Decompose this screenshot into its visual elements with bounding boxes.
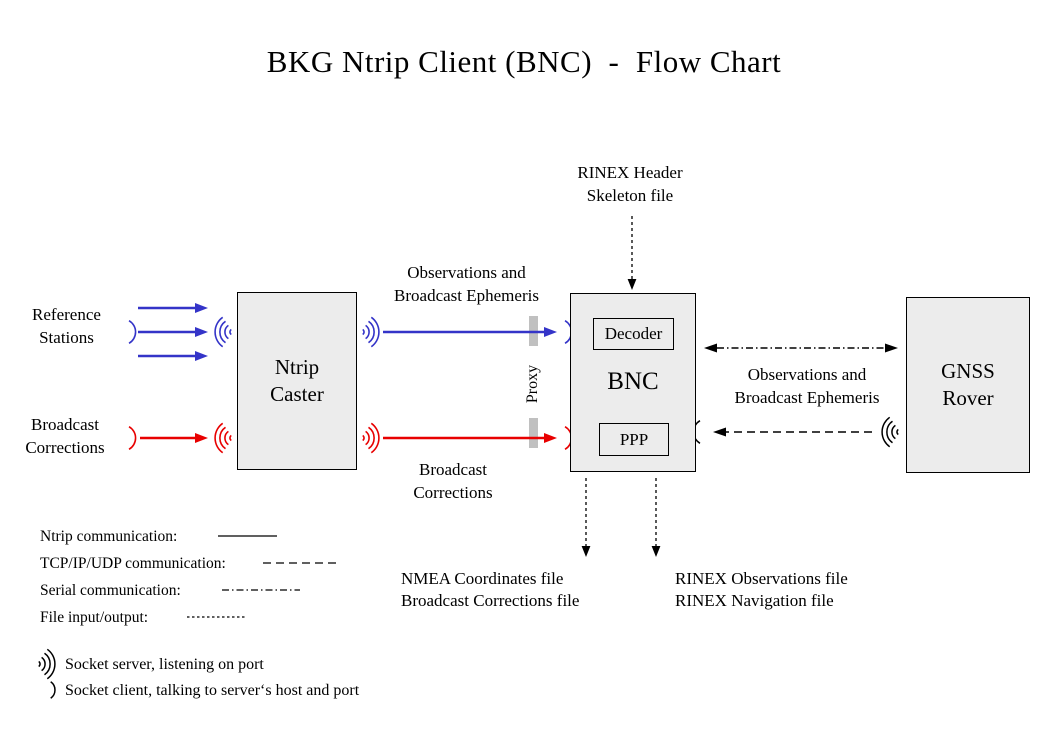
bnc-rover-serial-arrow	[704, 343, 898, 353]
bnc-output-file-arrows	[581, 478, 661, 557]
socket-server-legend: Socket server, listening on port	[65, 656, 264, 673]
broadcast-corrections-input-label: Broadcast Corrections	[25, 415, 105, 457]
gnss-rover-box: GNSS Rover	[906, 297, 1030, 473]
legend-serial-communication: Serial communication:	[40, 582, 181, 599]
legend-line-samples	[187, 535, 338, 618]
bnc-label: BNC	[607, 368, 659, 395]
caster-to-bnc-corrections-arrow	[383, 433, 557, 443]
broadcast-corrections-to-caster-arrow	[140, 433, 208, 443]
rover-to-bnc-tcp-arrow	[713, 427, 872, 437]
broadcast-corrections-label: Broadcast Corrections	[413, 460, 493, 502]
observations-ephemeris-label: Observations and Broadcast Ephemeris	[394, 263, 539, 305]
observations-ephemeris-rover-label: Observations and Broadcast Ephemeris	[734, 365, 880, 407]
socket-client-icon	[128, 320, 137, 344]
ppp-label: PPP	[619, 429, 649, 449]
socket-server-icon	[362, 422, 380, 454]
reference-stations-to-caster-arrows	[138, 303, 208, 361]
ntrip-caster-label: Ntrip Caster	[270, 355, 324, 406]
socket-server-icon	[214, 316, 232, 348]
reference-stations-label: Reference Stations	[32, 305, 101, 347]
socket-server-icon	[38, 648, 56, 680]
nmea-output-files-label: NMEA Coordinates file Broadcast Correcti…	[401, 569, 580, 610]
gnss-rover-label: GNSS Rover	[941, 359, 995, 410]
socket-client-icon	[50, 681, 56, 699]
rinex-output-files-label: RINEX Observations file RINEX Navigation…	[675, 569, 848, 610]
decoder-label: Decoder	[604, 324, 663, 343]
socket-server-icon	[214, 422, 232, 454]
rinex-header-to-bnc-arrow	[627, 216, 637, 290]
legend-tcp-communication: TCP/IP/UDP communication:	[40, 555, 226, 572]
proxy-label: Proxy	[524, 364, 541, 404]
socket-server-icon	[362, 316, 380, 348]
socket-server-icon	[881, 416, 899, 448]
ntrip-caster-box: Ntrip Caster	[237, 292, 357, 470]
socket-client-legend: Socket client, talking to server‘s host …	[65, 682, 360, 699]
legend-file-io: File input/output:	[40, 609, 149, 626]
page-title: BKG Ntrip Client (BNC) - Flow Chart	[266, 44, 782, 79]
legend-ntrip-communication: Ntrip communication:	[40, 528, 178, 545]
rinex-header-skeleton-label: RINEX Header Skeleton file	[577, 163, 683, 205]
bnc-box: Decoder BNC PPP	[570, 293, 696, 472]
ppp-box: PPP	[599, 423, 669, 456]
decoder-box: Decoder	[593, 318, 674, 350]
caster-to-bnc-observations-arrow	[383, 327, 557, 337]
socket-client-icon	[128, 426, 137, 450]
